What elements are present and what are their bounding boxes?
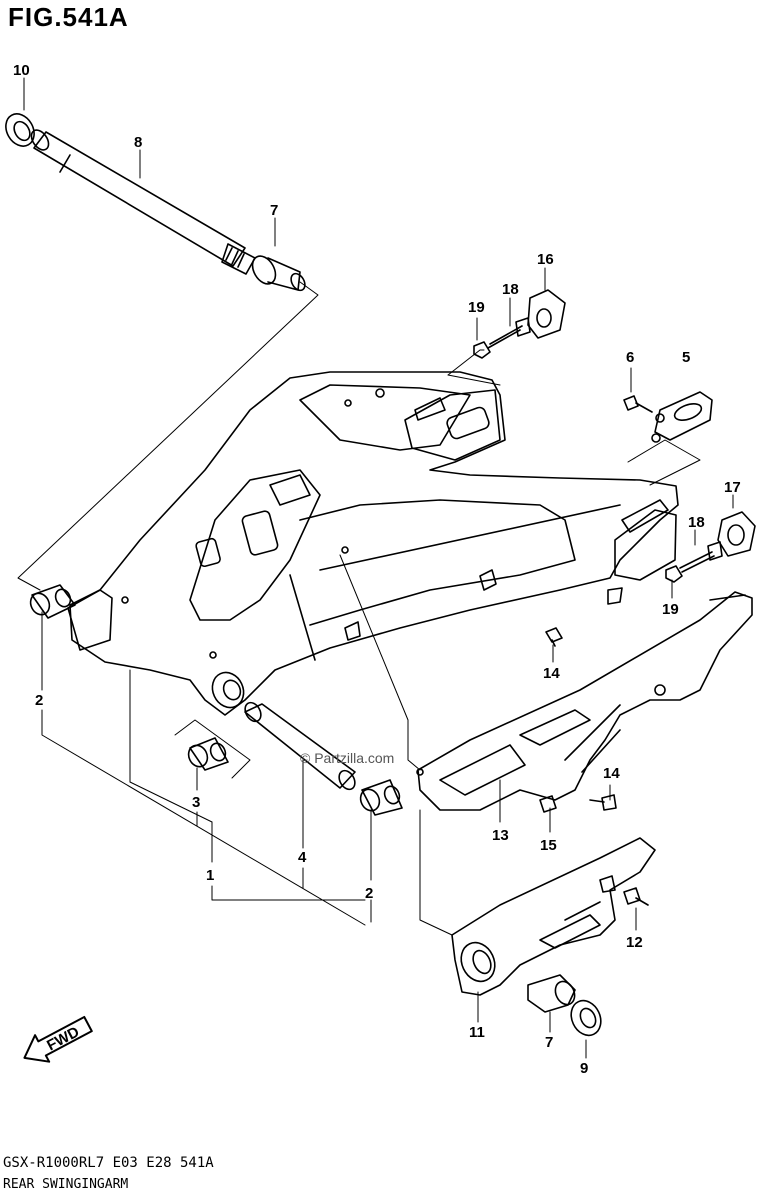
- callout-18-top: 18: [502, 281, 519, 298]
- part-5-plate: [651, 391, 713, 443]
- callout-7-top: 7: [270, 202, 278, 219]
- part-16-adjuster: [527, 289, 566, 339]
- callout-4: 4: [298, 849, 307, 866]
- part-13-chain-case: [416, 591, 753, 811]
- watermark: © Partzilla.com: [300, 750, 395, 766]
- part-9-seal: [570, 999, 602, 1037]
- footer-name: REAR SWINGINGARM: [3, 1177, 129, 1192]
- fwd-arrow-icon: FWD: [23, 1015, 93, 1063]
- part-3-bearing: [187, 737, 229, 771]
- callout-12: 12: [626, 934, 643, 951]
- callout-11: 11: [469, 1024, 485, 1041]
- callout-3: 3: [192, 794, 200, 811]
- callout-6: 6: [626, 349, 634, 366]
- swingarm-body: [67, 371, 679, 716]
- part-8-pivot-shaft: [30, 129, 256, 275]
- part-7-collar-lower: [527, 974, 576, 1013]
- callout-8: 8: [134, 134, 142, 151]
- callout-16: 16: [537, 251, 554, 268]
- callout-19-right: 19: [662, 601, 679, 618]
- callout-1: 1: [206, 867, 214, 884]
- part-12-screw: [623, 887, 649, 906]
- part-10-seal: [5, 113, 35, 147]
- part-14-bolt-upper: [545, 627, 563, 647]
- part-7-collar-top: [251, 255, 306, 292]
- callout-2-right: 2: [365, 885, 373, 902]
- callout-9: 9: [580, 1060, 588, 1077]
- callout-2-left: 2: [35, 692, 43, 709]
- callout-15: 15: [540, 837, 557, 854]
- callout-10: 10: [13, 62, 30, 79]
- leader-lines: [17, 77, 734, 1059]
- callout-5: 5: [682, 349, 690, 366]
- part-15-collar: [539, 795, 557, 813]
- part-14-bolt-lower: [589, 794, 617, 811]
- callout-17: 17: [724, 479, 741, 496]
- part-19-nut-right: [665, 565, 683, 583]
- callouts: 10 8 7 16 18 19 6 5 17 18 19 14 2 3 14 1…: [13, 62, 741, 1077]
- part-11-chain-guide: [451, 837, 656, 996]
- callout-14-upper: 14: [543, 665, 560, 682]
- part-17-adjuster: [717, 511, 756, 557]
- callout-18-right: 18: [688, 514, 705, 531]
- callout-14-lower: 14: [603, 765, 620, 782]
- part-19-nut-top: [473, 341, 491, 359]
- part-2-bearing-right: [359, 779, 403, 816]
- footer-code: GSX-R1000RL7 E03 E28 541A: [3, 1155, 214, 1171]
- part-18-bolt-top: [487, 317, 531, 349]
- part-6-screw: [623, 395, 653, 413]
- callout-19-top: 19: [468, 299, 485, 316]
- callout-13: 13: [492, 827, 509, 844]
- part-4-spacer: [244, 701, 356, 791]
- part-2-bearing-left: [29, 584, 76, 619]
- callout-7-lower: 7: [545, 1034, 553, 1051]
- figure-title: FIG.541A: [8, 2, 129, 32]
- part-18-bolt-right: [679, 541, 723, 573]
